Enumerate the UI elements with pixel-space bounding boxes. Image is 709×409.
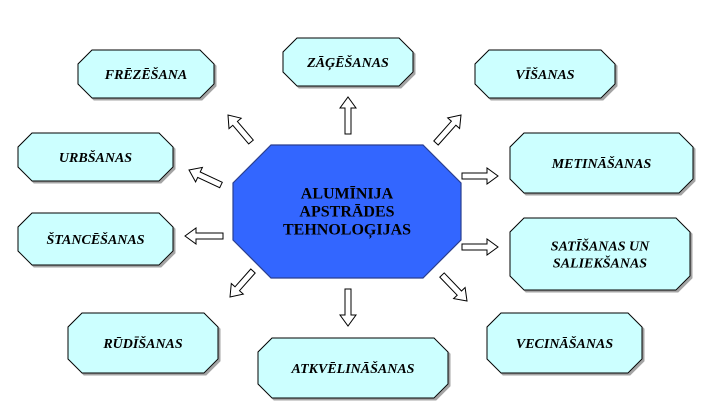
arrow-satisanas [461,238,499,256]
arrow-zagesanas [339,96,357,135]
node-atkvelinasanas: ATKVĒLINĀŠANAS [257,337,449,399]
node-label: RŪDĪŠANAS [102,335,183,352]
arrow-vecinasanas [439,272,468,302]
node-box [67,312,219,374]
node-label: SALIEKŠANAS [553,255,647,272]
node-box [509,217,691,291]
node-label: ŠTANCĒŠANAS [46,231,144,248]
arrow-visanas [433,114,462,146]
node-label: FRĒZĒŠANA [104,66,187,83]
node-zagesanas: ZĀĢĒŠANAS [282,37,414,87]
node-label: VĪŠANAS [515,66,574,83]
node-visanas: VĪŠANAS [474,49,616,99]
center-label-line: ALUMĪNIJA [301,185,394,203]
nodes-layer: FRĒZĒŠANA ZĀĢĒŠANAS VĪŠANAS URBŠANAS METINĀŠ… [17,37,694,399]
node-label: ATKVĒLINĀŠANAS [291,360,415,377]
node-label: VECINĀŠANAS [516,335,613,352]
arrow-metinasanas [461,167,499,185]
arrow-urbsanas [188,166,223,189]
node-box [17,212,174,266]
node-stancesanas: ŠTANCĒŠANAS [17,212,174,266]
node-label: ZĀĢĒŠANAS [306,54,389,71]
arrow-stancesanas [184,227,224,245]
arrows-layer [184,96,499,327]
node-label: URBŠANAS [59,149,132,166]
node-box [486,312,643,374]
node-box [282,37,414,87]
node-label: METINĀŠANAS [551,155,652,172]
node-metinasanas: METINĀŠANAS [509,132,694,194]
node-box [17,132,174,182]
node-box [474,49,616,99]
center-label-line: APSTRĀDES [299,203,394,221]
arrow-atkvelinasanas [339,288,357,327]
node-box [509,132,694,194]
center-label-line: TEHNOLOĢIJAS [283,222,411,240]
arrow-frezesana [227,114,255,145]
node-rudisanas: RŪDĪŠANAS [67,312,219,374]
node-urbsanas: URBŠANAS [17,132,174,182]
arrow-rudisanas [229,268,256,298]
node-box [77,49,215,99]
center-octagon [232,144,462,279]
node-label: SATĪŠANAS UN [551,238,650,255]
node-vecinasanas: VECINĀŠANAS [486,312,643,374]
node-frezesana: FRĒZĒŠANA [77,49,215,99]
node-box [257,337,449,399]
